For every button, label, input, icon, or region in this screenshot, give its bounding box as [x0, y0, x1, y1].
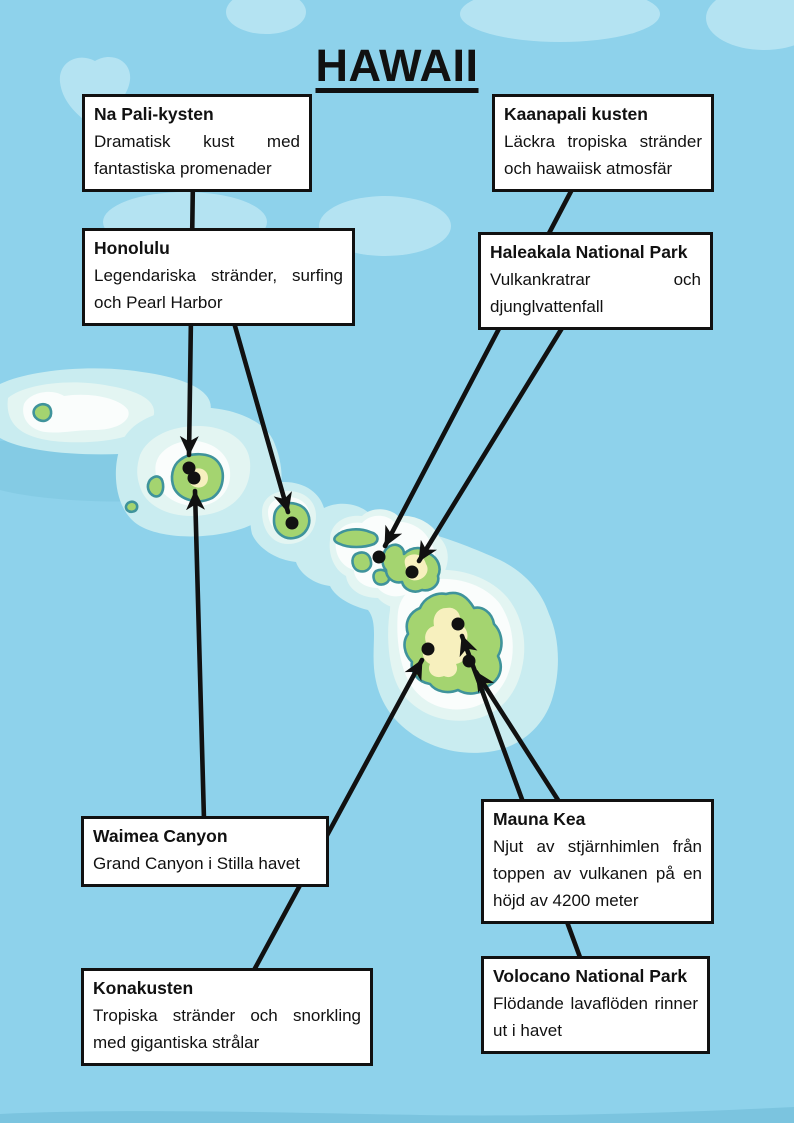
island-molokai	[333, 528, 379, 549]
island-small-islet	[124, 500, 139, 514]
cloud-blob	[226, 0, 306, 34]
map-marker-dot	[285, 516, 299, 530]
callout-title: Mauna Kea	[493, 809, 586, 829]
map-marker-dot	[372, 550, 386, 564]
callout-title: Volocano National Park	[493, 966, 688, 986]
connector-waimea-to-kauai	[186, 488, 207, 823]
callout-title: Konakusten	[93, 978, 194, 998]
callout-description: Tropiska stränder och snorkling med giga…	[93, 1006, 361, 1052]
callout-description: Njut av stjärnhimlen från toppen av vulk…	[493, 837, 702, 910]
shallows-nw-inner	[23, 391, 129, 433]
callout-maunakea: Mauna Kea Njut av stjärnhimlen från topp…	[481, 799, 714, 924]
callout-title: Kaanapali kusten	[504, 104, 648, 124]
callout-title: Honolulu	[94, 238, 170, 258]
callout-description: Vulkankratrar och djunglvattenfall	[490, 270, 701, 316]
callout-title: Haleakala National Park	[490, 242, 688, 262]
callout-volcano: Volocano National Park Flödande lavaflöd…	[481, 956, 710, 1054]
callout-title: Waimea Canyon	[93, 826, 228, 846]
map-marker-dot	[462, 654, 476, 668]
callout-description: Grand Canyon i Stilla havet	[93, 854, 300, 873]
callout-description: Dramatisk kust med fantastiska promenade…	[94, 132, 300, 178]
callout-haleakala: Haleakala National Park Vulkankratrar oc…	[478, 232, 713, 330]
connector-honolulu-to-oahu	[228, 309, 292, 515]
map-marker-dot	[421, 642, 435, 656]
island-northwest-islet	[32, 402, 53, 423]
callout-description: Flödande lavaflöden rinner ut i havet	[493, 994, 698, 1040]
map-marker-dot	[405, 565, 419, 579]
callout-title: Na Pali-kysten	[94, 104, 214, 124]
map-marker-dot	[187, 471, 201, 485]
cloud-blob	[706, 0, 794, 50]
callout-kaanapali: Kaanapali kusten Läckra tropiska strände…	[492, 94, 714, 192]
cloud-blob	[460, 0, 660, 42]
map-marker-dot	[451, 617, 465, 631]
ocean-bottom-strip	[0, 1107, 794, 1123]
map-marker-dot	[182, 461, 196, 475]
callout-description: Läckra tropiska stränder och hawaiisk at…	[504, 132, 702, 178]
connector-konakusten-to-kona	[250, 657, 425, 975]
page-title: HAWAII	[315, 40, 479, 92]
callout-konakusten: Konakusten Tropiska stränder och snorkli…	[81, 968, 373, 1066]
connector-haleakala-to-east-maui	[416, 317, 570, 564]
connector-maunakea-to-peak	[473, 669, 561, 803]
callout-description: Legendariska stränder, surfing och Pearl…	[94, 266, 343, 312]
callout-waimea: Waimea Canyon Grand Canyon i Stilla have…	[81, 816, 329, 887]
island-niihau	[146, 475, 165, 498]
callout-napali: Na Pali-kysten Dramatisk kust med fantas…	[82, 94, 312, 192]
callout-honolulu: Honolulu Legendariska stränder, surfing …	[82, 228, 355, 326]
island-lanai	[351, 551, 373, 573]
